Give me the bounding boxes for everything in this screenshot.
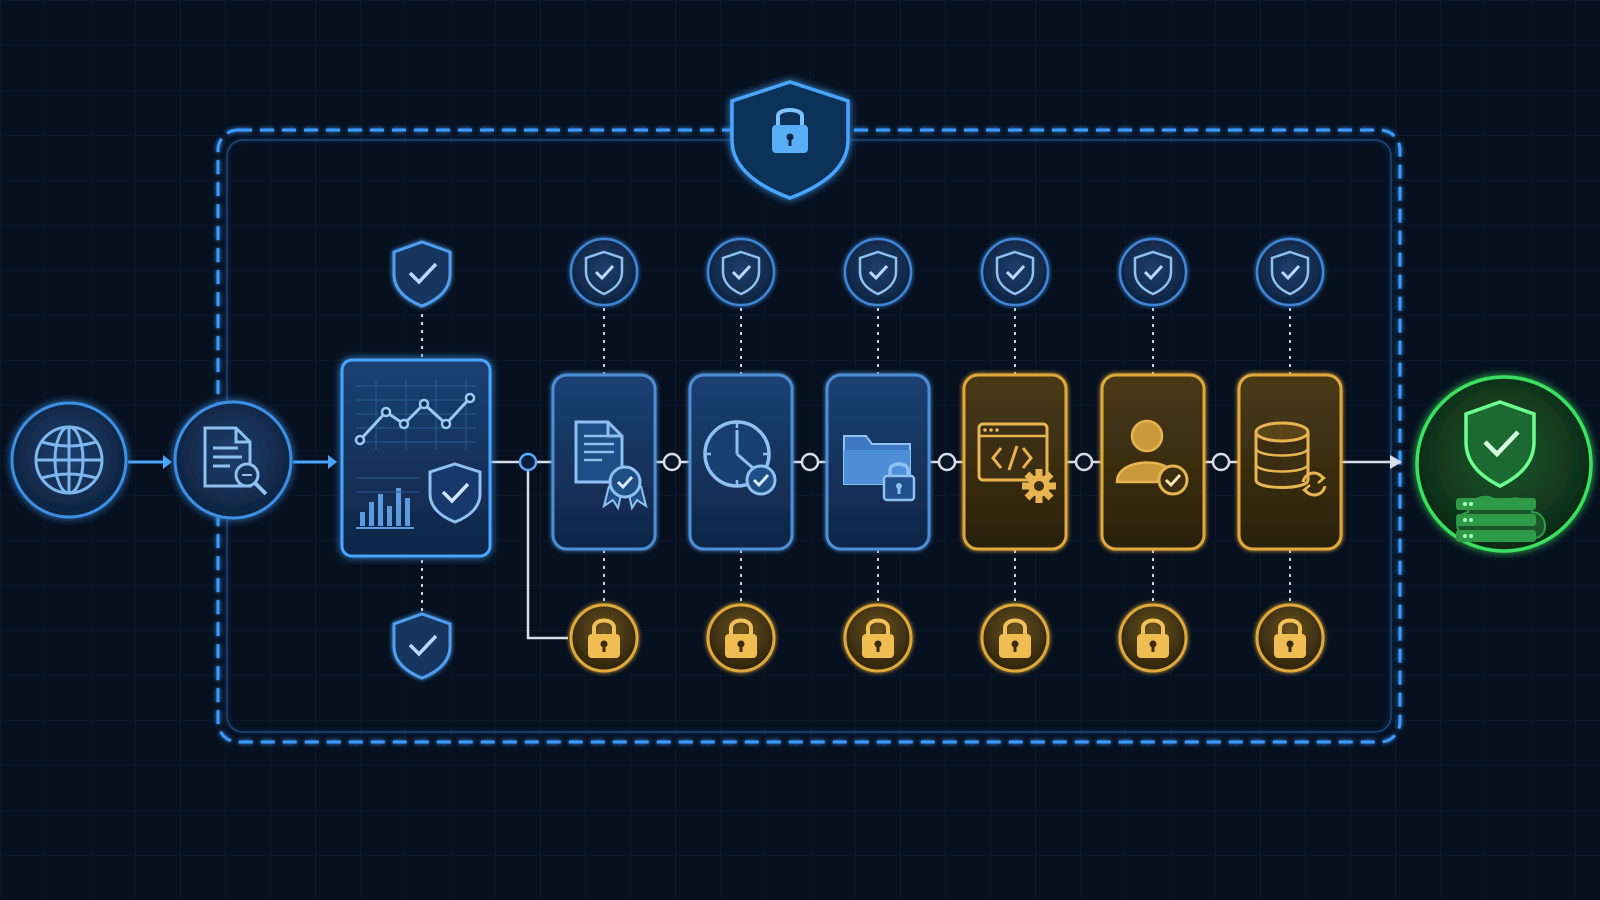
- stage-card: [688, 373, 794, 551]
- stage-card: [551, 373, 657, 551]
- shield-lock-icon: [730, 80, 850, 200]
- user-check-icon: [1115, 419, 1189, 496]
- secure-cloud-server-icon: [1456, 400, 1546, 542]
- shield-check-icon: [392, 240, 452, 308]
- shield-check-icon: [392, 612, 452, 680]
- shield-check-icon: [980, 237, 1050, 307]
- stage-card: [825, 373, 931, 551]
- shield-check-icon: [1118, 237, 1188, 307]
- analytics-panel: [340, 358, 492, 558]
- padlock-icon: [1118, 603, 1188, 673]
- locked-folder-icon: [843, 435, 916, 502]
- certified-document-icon: [574, 420, 648, 511]
- shield-check-icon: [1255, 237, 1325, 307]
- padlock-icon: [843, 603, 913, 673]
- document-search-node: [173, 400, 293, 520]
- code-gear-icon: [977, 422, 1056, 503]
- secure-output-node: [1415, 375, 1593, 553]
- padlock-icon: [980, 603, 1050, 673]
- stage-card: [1100, 373, 1206, 551]
- globe-icon: [34, 425, 104, 495]
- pipeline-stages: [551, 237, 1343, 673]
- globe-node: [10, 401, 128, 519]
- padlock-icon: [1255, 603, 1325, 673]
- shield-check-icon: [843, 237, 913, 307]
- stage-card: [962, 373, 1068, 551]
- document-search-icon: [203, 426, 268, 496]
- stage-card: [1237, 373, 1343, 551]
- clock-check-icon: [703, 420, 777, 496]
- badge-connectors: [421, 308, 1291, 612]
- database-sync-icon: [1254, 421, 1327, 497]
- analytics-dashboard-shield-icon: [354, 380, 482, 529]
- padlock-icon: [706, 603, 776, 673]
- padlock-icon: [569, 603, 639, 673]
- flow-connectors: [128, 452, 1402, 640]
- shield-check-icon: [706, 237, 776, 307]
- shield-check-icon: [569, 237, 639, 307]
